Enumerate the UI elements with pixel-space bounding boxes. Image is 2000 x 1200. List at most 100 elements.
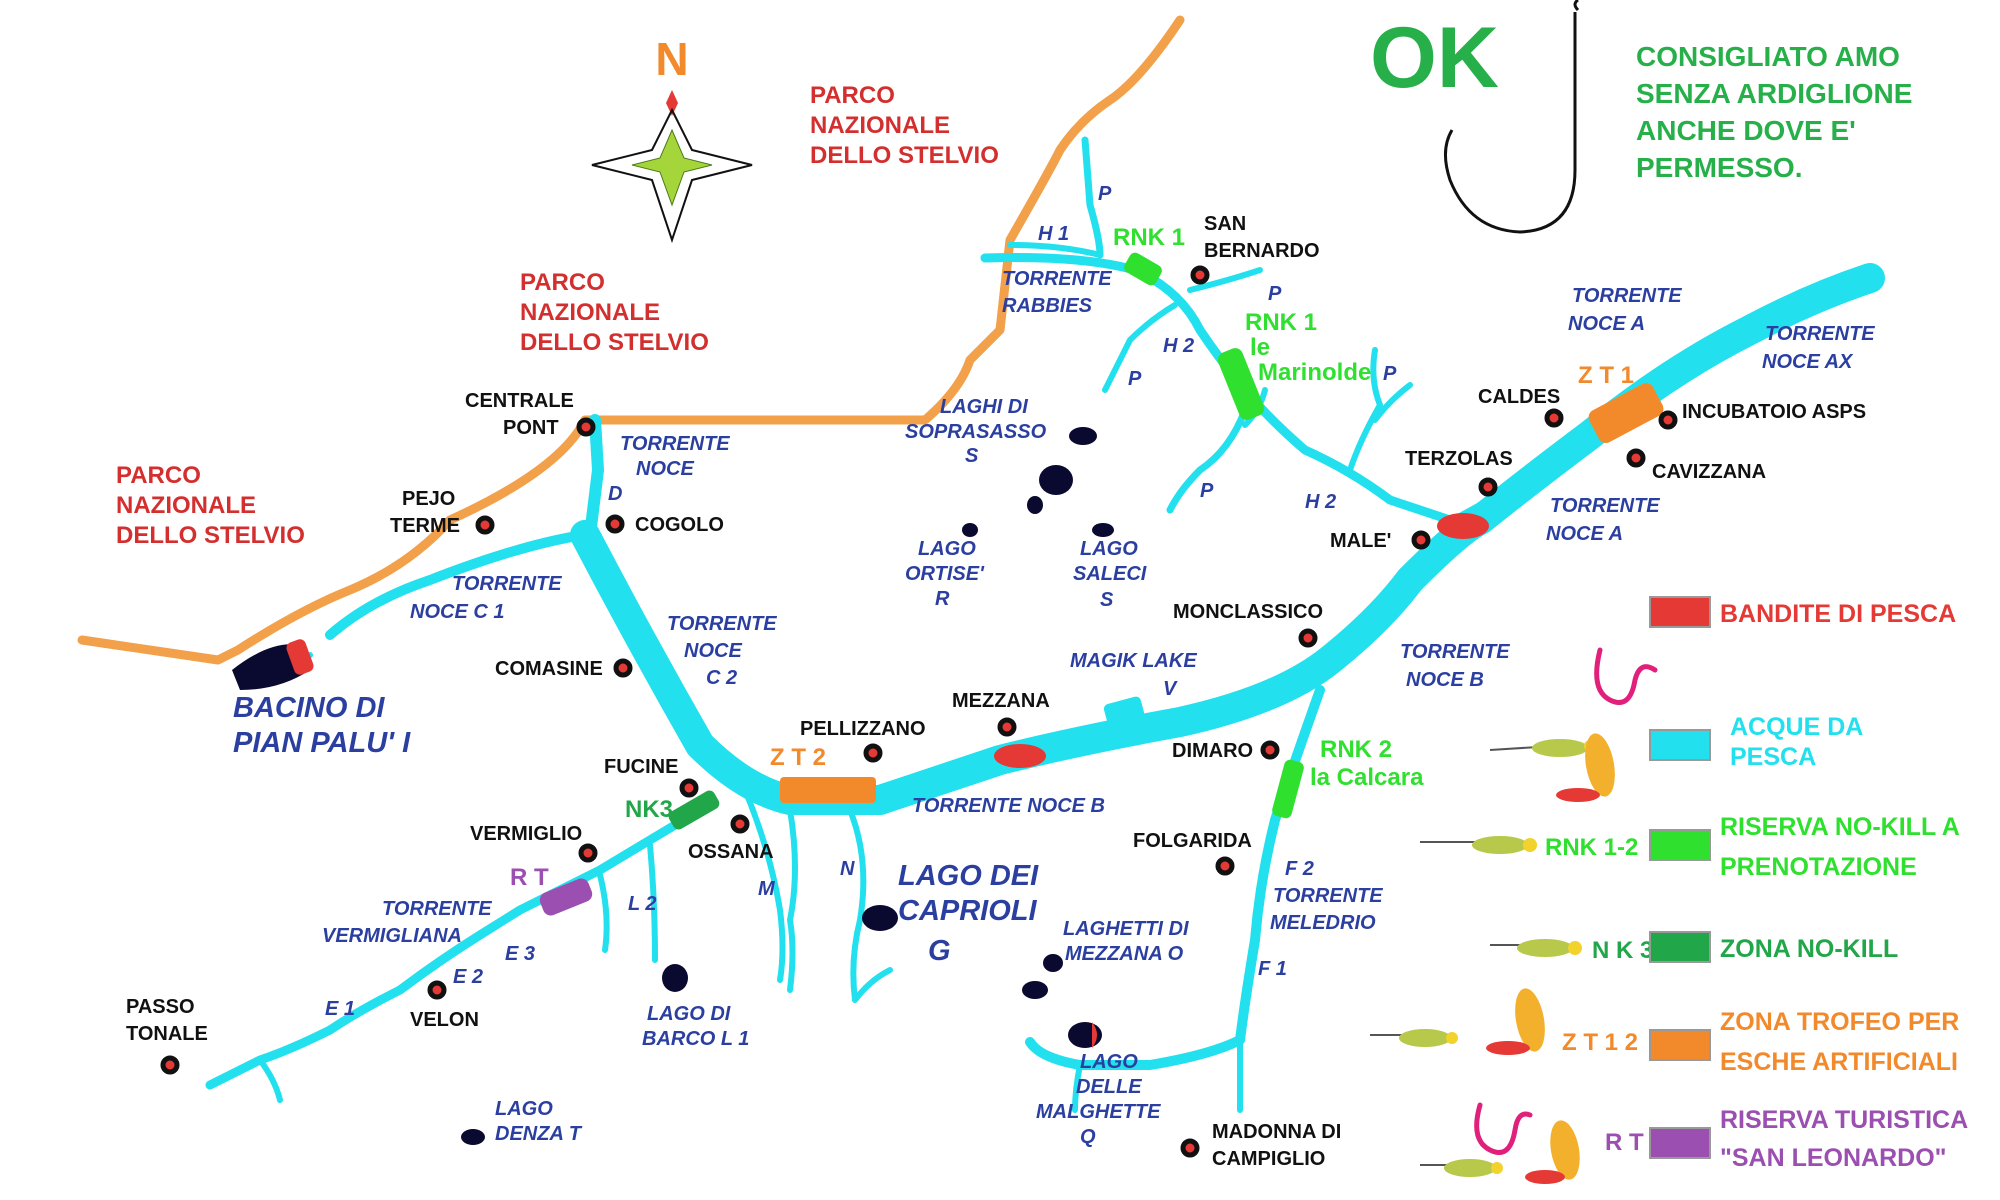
dot-mezzana	[997, 717, 1017, 737]
label-incubatoio: INCUBATOIO ASPS	[1682, 401, 1866, 423]
label-nk3: NK3	[625, 796, 673, 823]
label-pejo-terme-2: TERME	[390, 515, 460, 537]
label-noce-d-3: D	[608, 483, 622, 505]
lake-mezzana-1	[1043, 954, 1063, 972]
park-mid-1: PARCO	[520, 269, 605, 296]
label-magik-1: MAGIK LAKE	[1070, 650, 1197, 672]
compass-north-label: N	[655, 33, 688, 85]
label-velon: VELON	[410, 1009, 479, 1031]
label-magik-2: V	[1163, 678, 1178, 700]
label-centrale-pont-2: PONT	[503, 417, 559, 439]
label-noce-a-top-2: NOCE A	[1568, 313, 1645, 335]
legend-zt-code: Z T 1 2	[1562, 1029, 1638, 1056]
label-noce-a-low-1: TORRENTE	[1550, 495, 1660, 517]
code-e1: E 1	[325, 998, 355, 1020]
label-passo-tonale-2: TONALE	[126, 1023, 208, 1045]
label-noce-a-top-1: TORRENTE	[1572, 285, 1682, 307]
legend-rt-label-1: RISERVA TURISTICA	[1720, 1106, 1968, 1134]
lake-barco	[662, 964, 688, 992]
dot-monclassico	[1298, 628, 1318, 648]
label-noce-b-1: TORRENTE	[1400, 641, 1510, 663]
park-boundary	[77, 15, 1185, 665]
legend-nk-code: N K 3	[1592, 937, 1653, 964]
legend-rnk-label-1: RISERVA NO-KILL A	[1720, 813, 1960, 841]
dot-pellizzano	[863, 743, 883, 763]
dot-ossana	[730, 814, 750, 834]
hook-icon	[1444, 0, 1580, 234]
label-dimaro: DIMARO	[1172, 740, 1253, 762]
legend-rt-label-2: "SAN LEONARDO"	[1720, 1144, 1947, 1172]
label-ortise-3: R	[935, 588, 950, 610]
label-ortise-1: LAGO	[918, 538, 976, 560]
code-h2b: H 2	[1305, 491, 1336, 513]
banned-mezzana	[994, 744, 1046, 768]
advice-line-2: SENZA ARDIGLIONE	[1636, 78, 1912, 109]
label-rnk1-top: RNK 1	[1113, 224, 1185, 251]
label-rabbies-1: TORRENTE	[1002, 268, 1112, 290]
label-noce-b-mid: TORRENTE NOCE B	[912, 795, 1105, 817]
legend-zt-label-2: ESCHE ARTIFICIALI	[1720, 1048, 1958, 1076]
dot-cogolo	[605, 514, 625, 534]
label-vermigliana-2: VERMIGLIANA	[322, 925, 462, 947]
label-denza-1: LAGO	[495, 1098, 553, 1120]
park-top-2: NAZIONALE	[810, 112, 950, 139]
dot-vermiglio	[578, 843, 598, 863]
label-fucine: FUCINE	[604, 756, 678, 778]
label-noce-ax-1: TORRENTE	[1765, 323, 1875, 345]
label-saleci-1: LAGO	[1080, 538, 1138, 560]
dot-dimaro	[1260, 740, 1280, 760]
label-monclassico: MONCLASSICO	[1173, 601, 1323, 623]
label-saleci-2: SALECI	[1073, 563, 1147, 585]
legend-swatch-water	[1649, 729, 1711, 761]
park-mid-3: DELLO STELVIO	[520, 329, 709, 356]
label-madonna-2: CAMPIGLIO	[1212, 1148, 1325, 1170]
code-p4: P	[1383, 363, 1397, 385]
zone-zt1	[1588, 383, 1664, 443]
dot-pejo-terme	[475, 515, 495, 535]
label-soprasasso-3: S	[965, 445, 979, 467]
label-meledrio-1: TORRENTE	[1273, 885, 1383, 907]
dot-centrale-pont	[576, 417, 596, 437]
label-male: MALE'	[1330, 530, 1391, 552]
code-m: M	[758, 878, 776, 900]
label-rnk2-1: RNK 2	[1320, 736, 1392, 763]
label-barco-1: LAGO DI	[647, 1003, 731, 1025]
label-barco-2: BARCO L 1	[642, 1028, 749, 1050]
advice-line-1: CONSIGLIATO AMO	[1636, 41, 1900, 72]
worm-icon	[1594, 647, 1658, 705]
place-labels: CENTRALE PONT PEJO TERME COGOLO COMASINE…	[126, 213, 1866, 1170]
label-zt2: Z T 2	[770, 744, 826, 771]
dot-caldes	[1544, 408, 1564, 428]
lake-saleci	[1092, 523, 1114, 537]
label-rnk2-2: la Calcara	[1310, 764, 1424, 791]
water-labels: TORRENTE NOCE D TORRENTE NOCE C 1 TORREN…	[233, 268, 1875, 1148]
label-saleci-3: S	[1100, 589, 1114, 611]
zone-rnk2	[1272, 759, 1304, 819]
legend-swatch-nk	[1649, 931, 1711, 963]
legend-swatch-banned	[1649, 596, 1711, 628]
label-zt1: Z T 1	[1578, 362, 1634, 389]
town-dots	[160, 265, 1678, 1158]
label-vermigliana-1: TORRENTE	[382, 898, 492, 920]
park-mid-2: NAZIONALE	[520, 299, 660, 326]
dot-madonna	[1180, 1138, 1200, 1158]
dot-velon	[427, 980, 447, 1000]
label-mezzana-lakes-2: MEZZANA O	[1065, 943, 1184, 965]
advice-block: OK CONSIGLIATO AMO SENZA ARDIGLIONE ANCH…	[1370, 0, 1912, 234]
banned-pian-palu	[286, 639, 314, 675]
label-pian-palu-1: BACINO DI	[233, 692, 385, 724]
zone-rnk1-top	[1124, 252, 1162, 286]
legend-zt-label-1: ZONA TROFEO PER	[1720, 1008, 1959, 1036]
code-e3: E 3	[505, 943, 535, 965]
code-p5: P	[1200, 480, 1214, 502]
label-san-bernardo-2: BERNARDO	[1204, 240, 1320, 262]
label-madonna-1: MADONNA DI	[1212, 1121, 1341, 1143]
legend-water-label-2: PESCA	[1730, 743, 1816, 771]
code-l2: L 2	[628, 893, 657, 915]
label-noce-b-2: NOCE B	[1406, 669, 1484, 691]
label-malghette-2: DELLE	[1076, 1076, 1142, 1098]
code-p2: P	[1268, 283, 1282, 305]
label-san-bernardo-1: SAN	[1204, 213, 1246, 235]
lake-soprasasso-2	[1039, 465, 1073, 495]
